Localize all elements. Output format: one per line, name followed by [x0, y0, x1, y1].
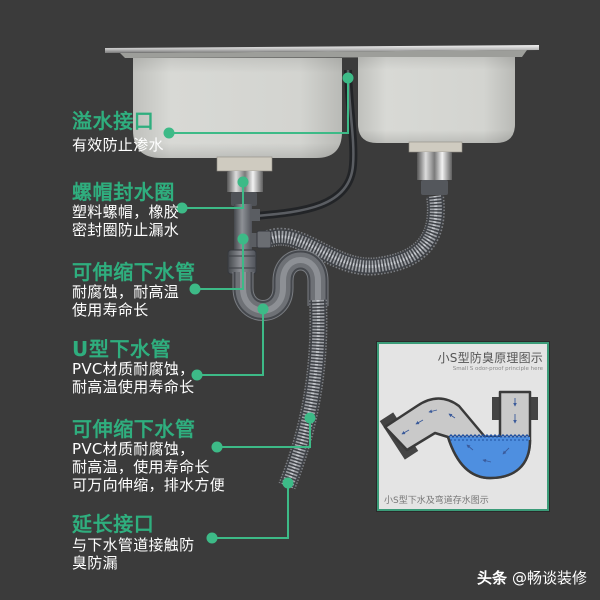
sink-flange [120, 50, 527, 58]
callout-desc: PVC材质耐腐蚀， [72, 440, 195, 458]
flow-arrows [401, 398, 517, 463]
sink [105, 45, 539, 158]
callout-overflow-port: 溢水接口 有效防止渗水 [72, 111, 164, 154]
watermark-brand: 头条 [477, 569, 508, 587]
leader-flex-pipe-lower [217, 418, 311, 448]
overflow-hose [255, 69, 358, 220]
drain-corrugated-hose [278, 299, 328, 490]
callout-desc: 臭防漏 [72, 554, 118, 572]
water-surface [448, 434, 530, 438]
callout-desc: PVC材质耐腐蚀， [72, 360, 195, 378]
callout-desc: 耐高温，使用寿命长 [72, 458, 210, 476]
leader-flex-pipe-upper [195, 239, 244, 290]
watermark: 头条@畅谈装修 [477, 569, 587, 587]
callout-u-pipe: U型下水管 PVC材质耐腐蚀， 耐高温使用寿命长 [72, 339, 194, 396]
s-trap-water-seal-diagram [379, 390, 538, 480]
leader-extension-joint [212, 483, 289, 539]
callout-title: 可伸缩下水管 [72, 260, 196, 284]
callout-desc: 密封圈防止漏水 [72, 221, 180, 239]
callout-desc: 可万向伸缩，排水方便 [72, 476, 226, 494]
callout-desc: 与下水管道接触防 [72, 536, 195, 554]
right-drain [408, 141, 463, 195]
inset-title: 小S型防臭原理图示 [437, 351, 543, 365]
callout-leaders [169, 78, 349, 539]
sink-rim [105, 45, 539, 53]
callout-nut-seal: 螺帽封水圈 塑料螺帽，橡胶 密封圈防止漏水 [72, 182, 179, 239]
callout-dots [163, 72, 354, 544]
watermark-handle: @畅谈装修 [512, 569, 588, 587]
callout-desc: 有效防止渗水 [72, 136, 164, 154]
callout-title: 延长接口 [72, 512, 155, 536]
callout-desc: 塑料螺帽，橡胶 [72, 203, 180, 221]
leader-u-pipe [197, 309, 264, 376]
u-trap-pipe [232, 249, 329, 321]
right-corrugated-hose [262, 194, 445, 276]
callout-title: 溢水接口 [72, 109, 155, 133]
callout-desc: 使用寿命长 [72, 301, 149, 319]
callout-flex-pipe-lower: 可伸缩下水管 PVC材质耐腐蚀， 耐高温，使用寿命长 可万向伸缩，排水方便 [72, 419, 225, 494]
callout-title: 螺帽封水圈 [72, 180, 175, 204]
callout-extension-joint: 延长接口 与下水管道接触防 臭防漏 [72, 514, 194, 572]
water-seal [448, 437, 530, 478]
leader-nut-seal [182, 182, 244, 209]
inset-subtitle: Small S odor-proof principle here [452, 366, 543, 372]
odor-proof-principle-inset: 小S型防臭原理图示 Small S odor-proof principle h… [377, 342, 549, 511]
inset-caption: 小S型下水及弯道存水图示 [384, 496, 489, 506]
callout-title: U型下水管 [72, 337, 172, 361]
callout-desc: 耐腐蚀，耐高温 [72, 283, 180, 301]
callout-title: 可伸缩下水管 [72, 417, 196, 441]
leader-overflow-port [169, 78, 349, 134]
callout-desc: 耐高温使用寿命长 [72, 378, 195, 396]
callout-flex-pipe-upper: 可伸缩下水管 耐腐蚀，耐高温 使用寿命长 [72, 262, 196, 319]
